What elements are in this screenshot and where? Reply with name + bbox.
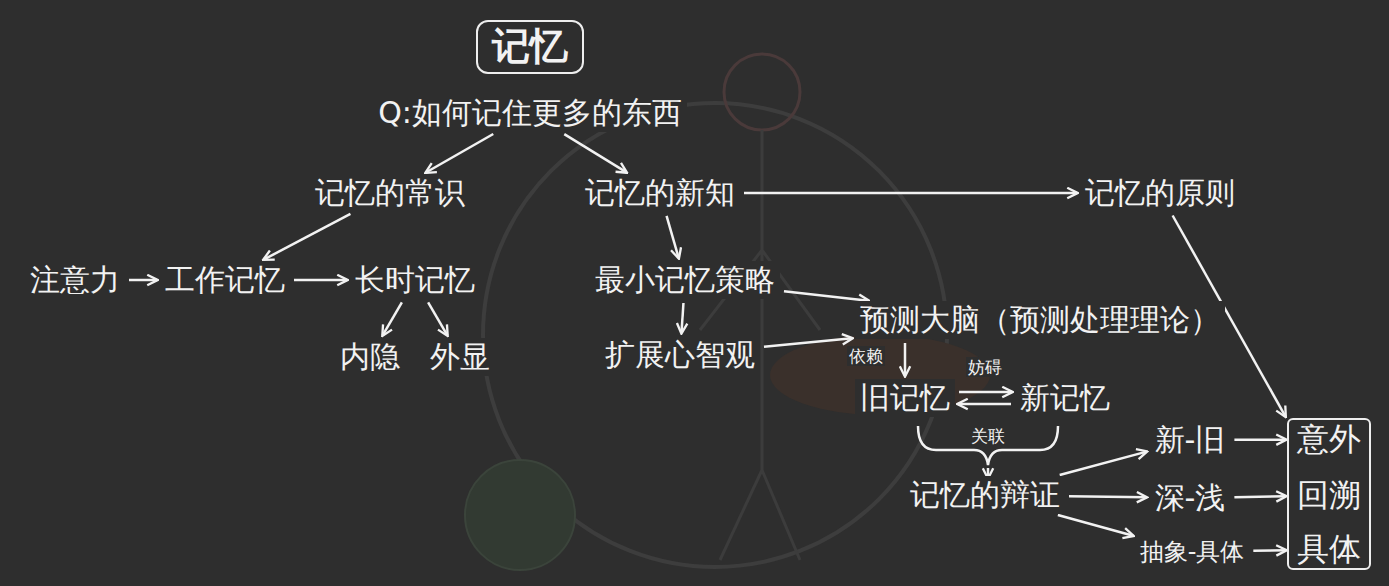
concept-node: 注意力 xyxy=(25,261,125,299)
concept-node: 记忆的常识 xyxy=(310,174,470,212)
node-text: 外显 xyxy=(430,339,490,375)
brace-label: 关联 xyxy=(969,426,1007,446)
node-text: 记忆的常识 xyxy=(315,175,465,211)
concept-node: 扩展心智观 xyxy=(600,336,760,374)
arrow-connector xyxy=(1060,452,1147,475)
edge-label: 妨碍 xyxy=(966,357,1004,377)
concept-node: 最小记忆策略 xyxy=(590,261,780,299)
box-item: 回溯 xyxy=(1289,476,1369,514)
node-text: 新记忆 xyxy=(1020,380,1110,416)
arrow-connector xyxy=(383,302,402,335)
concept-node: 深-浅 xyxy=(1150,479,1231,517)
concept-node: 内隐 xyxy=(335,338,405,376)
outline-box: 意外回溯具体 xyxy=(1287,418,1371,570)
arrow-connector xyxy=(1069,496,1147,497)
node-text: 长时记忆 xyxy=(355,262,475,298)
concept-node: Q:如何记住更多的东西 xyxy=(373,94,687,132)
concept-node: 旧记忆 xyxy=(855,379,955,417)
arrow-connector xyxy=(904,343,907,376)
box-item: 具体 xyxy=(1289,530,1369,568)
arrow-connector xyxy=(1058,515,1133,536)
box-item: 意外 xyxy=(1289,420,1369,458)
node-text: 具体 xyxy=(1289,530,1369,568)
node-text: 深-浅 xyxy=(1155,480,1226,516)
faint-glow xyxy=(770,335,990,415)
arrow-connector xyxy=(426,134,493,173)
faint-blob xyxy=(465,460,575,570)
concept-node: 新记忆 xyxy=(1015,379,1115,417)
concept-node: 外显 xyxy=(425,338,495,376)
arrow-connector xyxy=(959,391,1012,394)
arrow-connector xyxy=(681,303,683,333)
node-text: 注意力 xyxy=(30,262,120,298)
node-text: 工作记忆 xyxy=(165,262,285,298)
node-text: 记忆的新知 xyxy=(585,175,735,211)
node-text: 记忆的原则 xyxy=(1085,175,1235,211)
arrow-connector xyxy=(1253,549,1286,552)
node-text: 新-旧 xyxy=(1155,422,1226,458)
concept-node: 记忆的辩证 xyxy=(905,476,1065,514)
arrow-connector xyxy=(744,192,1077,195)
node-text: 内隐 xyxy=(340,339,400,375)
node-text: 记忆的辩证 xyxy=(910,477,1060,513)
brace xyxy=(918,426,1058,465)
edge-label: 依赖 xyxy=(847,346,885,366)
concept-node: 预测大脑（预测处理理论） xyxy=(855,301,1225,339)
node-text: 回溯 xyxy=(1289,476,1369,514)
node-text: 抽象-具体 xyxy=(1140,538,1245,567)
arrow-connector xyxy=(958,403,1011,406)
concept-node: 抽象-具体 xyxy=(1135,537,1250,568)
arrow-connector xyxy=(129,279,157,282)
arrow-connector xyxy=(564,134,626,172)
concept-node: 工作记忆 xyxy=(160,261,290,299)
arrow-connector xyxy=(764,338,852,347)
title-box: 记忆 xyxy=(476,20,584,74)
arrow-connector xyxy=(428,302,447,335)
node-text: 旧记忆 xyxy=(860,380,950,416)
node-text: 预测大脑（预测处理理论） xyxy=(860,302,1220,338)
arrow-connector xyxy=(1234,438,1286,441)
faint-head xyxy=(724,54,800,130)
node-text: 最小记忆策略 xyxy=(595,262,775,298)
node-text: 扩展心智观 xyxy=(605,337,755,373)
concept-node: 记忆的新知 xyxy=(580,174,740,212)
arrow-connector xyxy=(667,216,679,258)
arrow-connector xyxy=(294,279,347,282)
arrow-connector xyxy=(264,214,351,260)
concept-node: 记忆的原则 xyxy=(1080,174,1240,212)
node-text: 意外 xyxy=(1289,420,1369,458)
node-text: Q:如何记住更多的东西 xyxy=(378,95,682,131)
arrow-connector xyxy=(784,291,868,301)
concept-node: 新-旧 xyxy=(1150,421,1231,459)
concept-node: 长时记忆 xyxy=(350,261,480,299)
arrow-connector xyxy=(1234,495,1286,498)
